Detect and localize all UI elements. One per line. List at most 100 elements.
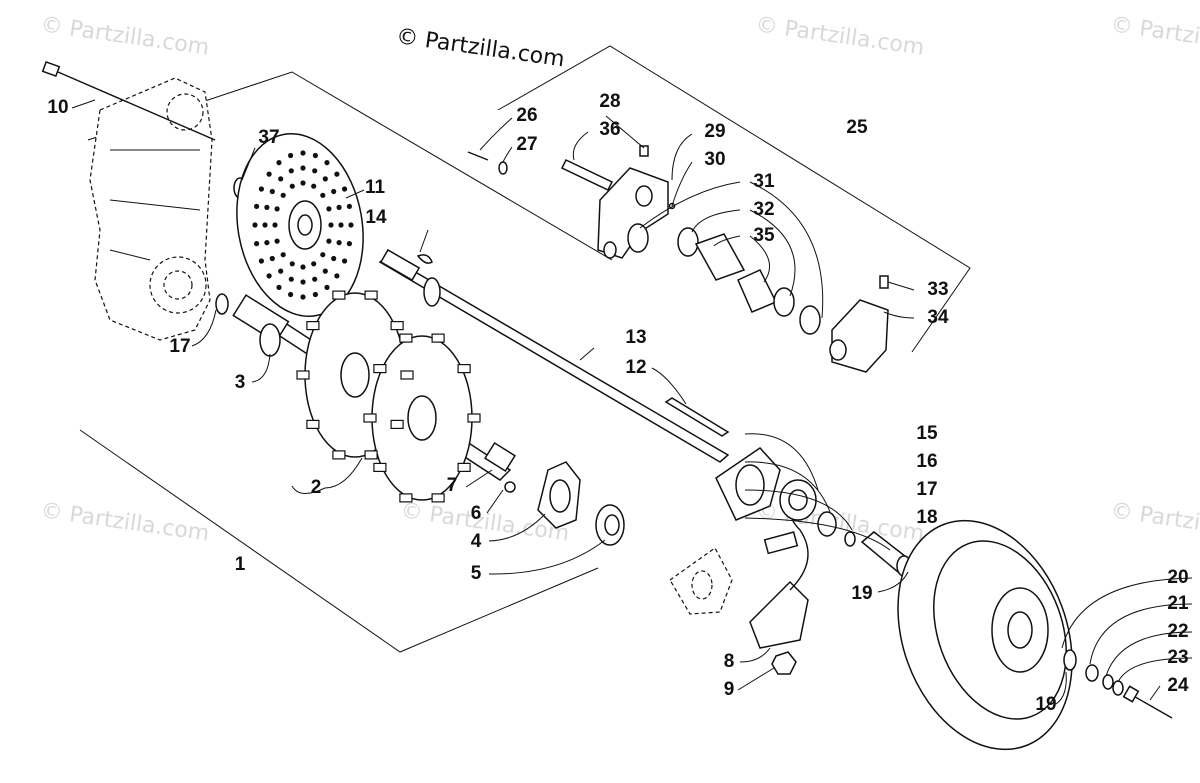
bleeder-33 bbox=[879, 275, 889, 289]
callout-14: 14 bbox=[365, 207, 387, 228]
disc-hole bbox=[346, 241, 352, 247]
disc-hole bbox=[324, 160, 330, 166]
brake-disc-11 bbox=[236, 133, 364, 317]
bracket-group-25 bbox=[497, 45, 971, 353]
callout-25: 25 bbox=[846, 117, 868, 138]
disc-hole bbox=[336, 204, 342, 210]
callout-19-lower: 19 bbox=[1035, 694, 1057, 715]
disc-hole bbox=[276, 160, 282, 166]
callout-1: 1 bbox=[234, 554, 246, 575]
disc-hole bbox=[312, 168, 318, 174]
brake-pad-35 bbox=[694, 233, 778, 313]
disc-hole bbox=[320, 192, 326, 198]
bolt-10 bbox=[41, 60, 216, 141]
ring-17-right bbox=[844, 531, 856, 547]
disc-hole bbox=[331, 255, 337, 262]
callout-19-upper: 19 bbox=[851, 583, 873, 604]
callout-2: 2 bbox=[310, 477, 322, 498]
sprocket-lug bbox=[399, 333, 413, 343]
disc-hole bbox=[300, 165, 306, 171]
callout-21: 21 bbox=[1167, 593, 1189, 614]
bleeder-28 bbox=[639, 145, 649, 157]
disc-hole bbox=[346, 203, 352, 209]
disc-hole bbox=[262, 222, 268, 228]
piston-32b bbox=[773, 287, 795, 317]
callout-30: 30 bbox=[704, 149, 726, 170]
disc-hole bbox=[311, 183, 317, 189]
callout-36: 36 bbox=[599, 119, 621, 140]
drive-wheel bbox=[897, 519, 1073, 751]
disc-hole bbox=[276, 284, 282, 290]
disc-hole bbox=[334, 273, 340, 279]
callout-6: 6 bbox=[470, 503, 482, 524]
callout-29: 29 bbox=[704, 121, 726, 142]
disc-hole bbox=[322, 268, 328, 274]
sprocket-lug bbox=[390, 419, 404, 429]
callout-3: 3 bbox=[234, 372, 246, 393]
disc-hole bbox=[311, 261, 317, 267]
disc-hole bbox=[254, 203, 260, 209]
sprocket-lug bbox=[332, 450, 346, 460]
disc-hole bbox=[300, 294, 306, 300]
disc-hole bbox=[269, 255, 275, 262]
disc-hole bbox=[252, 222, 258, 228]
caliper-half-34 bbox=[829, 299, 889, 373]
disc-hole bbox=[278, 176, 284, 182]
sprocket-lug bbox=[373, 364, 387, 374]
callout-5: 5 bbox=[470, 563, 482, 584]
disc-hole bbox=[258, 186, 264, 192]
disc-hole bbox=[288, 276, 294, 282]
bearing-15 bbox=[779, 479, 817, 521]
callout-22: 22 bbox=[1167, 621, 1189, 642]
leader-lines bbox=[71, 99, 1193, 705]
speed-sensor-8 bbox=[749, 509, 809, 649]
disc-hole bbox=[328, 222, 334, 228]
disc-hole bbox=[258, 258, 264, 264]
callout-31: 31 bbox=[753, 171, 775, 192]
pin-36 bbox=[560, 159, 614, 191]
sprocket-lug bbox=[400, 370, 414, 380]
ring-19-right bbox=[1063, 649, 1077, 671]
sprocket-lug bbox=[306, 419, 320, 429]
brake-disc-holes bbox=[252, 150, 354, 300]
backing-plate bbox=[669, 547, 733, 615]
disc-hole bbox=[288, 168, 294, 174]
callout-18: 18 bbox=[916, 507, 938, 528]
callout-16: 16 bbox=[916, 451, 938, 472]
key-12 bbox=[664, 397, 730, 437]
seal-31 bbox=[627, 223, 649, 253]
disc-hole bbox=[300, 180, 306, 186]
bearing-5 bbox=[595, 504, 625, 546]
bearing-flange-right bbox=[715, 447, 781, 521]
sprocket-lug bbox=[431, 493, 445, 503]
washer-22 bbox=[1102, 674, 1114, 690]
callout-8: 8 bbox=[723, 651, 735, 672]
callout-7: 7 bbox=[446, 475, 458, 496]
disc-hole bbox=[348, 222, 354, 228]
washer-21 bbox=[1085, 664, 1099, 682]
ring-17-left bbox=[215, 293, 229, 315]
disc-hole bbox=[334, 171, 340, 177]
sprocket-lug bbox=[373, 462, 387, 472]
disc-hole bbox=[264, 240, 270, 246]
disc-hole bbox=[320, 252, 326, 258]
disc-hole bbox=[312, 276, 318, 282]
callout-24: 24 bbox=[1167, 675, 1189, 696]
disc-hole bbox=[312, 291, 318, 298]
disc-hole bbox=[288, 152, 294, 159]
disc-hole bbox=[289, 183, 295, 189]
callout-28: 28 bbox=[599, 91, 621, 112]
disc-hole bbox=[342, 186, 348, 192]
sprocket-lug bbox=[363, 413, 377, 423]
key-14 bbox=[416, 254, 433, 264]
disc-hole bbox=[269, 188, 275, 195]
disc-hole bbox=[278, 268, 284, 274]
pin-6 bbox=[504, 481, 516, 493]
bolt-24 bbox=[1122, 685, 1173, 719]
callout-37: 37 bbox=[258, 127, 280, 148]
disc-hole bbox=[274, 206, 280, 212]
callout-20: 20 bbox=[1167, 567, 1189, 588]
callout-34: 34 bbox=[927, 307, 949, 328]
